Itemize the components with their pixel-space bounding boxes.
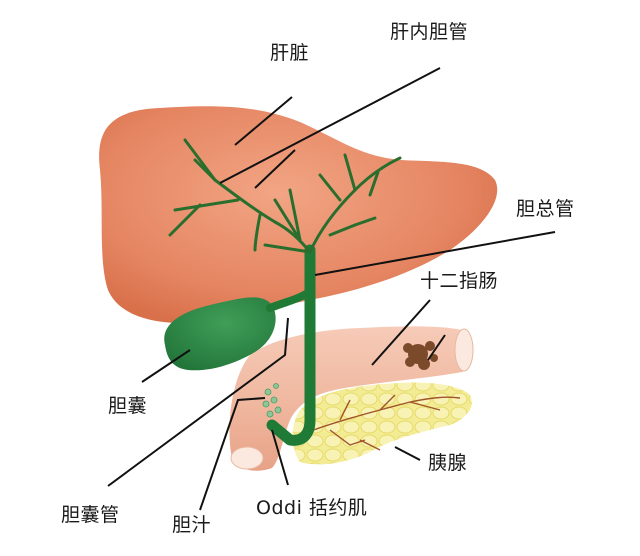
duodenum-left-opening <box>230 446 264 470</box>
label-common-bile-duct: 胆总管 <box>516 198 575 220</box>
label-cystic-duct: 胆囊管 <box>61 504 120 526</box>
leader-pancreas <box>394 446 421 461</box>
duodenum-right-opening <box>454 328 474 372</box>
label-sphincter-of-oddi: Oddi 括约肌 <box>256 497 368 519</box>
label-gallbladder: 胆囊 <box>108 395 148 417</box>
leader-intrahepatic-duct-2 <box>254 149 296 189</box>
leader-sphincter-of-oddi <box>271 429 289 486</box>
label-pancreas: 胰腺 <box>428 452 468 474</box>
leader-gallbladder <box>141 349 191 383</box>
leader-bile <box>199 397 266 511</box>
leader-duodenum <box>371 299 431 366</box>
leader-intrahepatic-duct-1 <box>219 67 441 184</box>
pancreatic-duct-lines <box>307 394 461 451</box>
leader-common-bile-duct <box>314 231 556 276</box>
leader-duodenal-spot <box>427 334 446 361</box>
label-liver: 肝脏 <box>270 42 310 64</box>
label-duodenum: 十二指肠 <box>420 270 499 292</box>
pancreas-shape <box>292 382 472 465</box>
intrahepatic-duct-branches <box>168 138 402 254</box>
duodenal-spot <box>403 341 438 370</box>
common-bile-duct-shape <box>266 244 316 446</box>
cystic-duct-shape <box>266 290 310 312</box>
leader-liver <box>234 96 293 146</box>
leader-cystic-duct <box>107 317 289 487</box>
gallbladder-shape <box>164 297 276 371</box>
label-bile: 胆汁 <box>172 514 212 536</box>
bile-droplets <box>262 383 282 418</box>
leader-lines <box>107 67 556 511</box>
label-intrahepatic-duct: 肝内胆管 <box>390 21 469 43</box>
